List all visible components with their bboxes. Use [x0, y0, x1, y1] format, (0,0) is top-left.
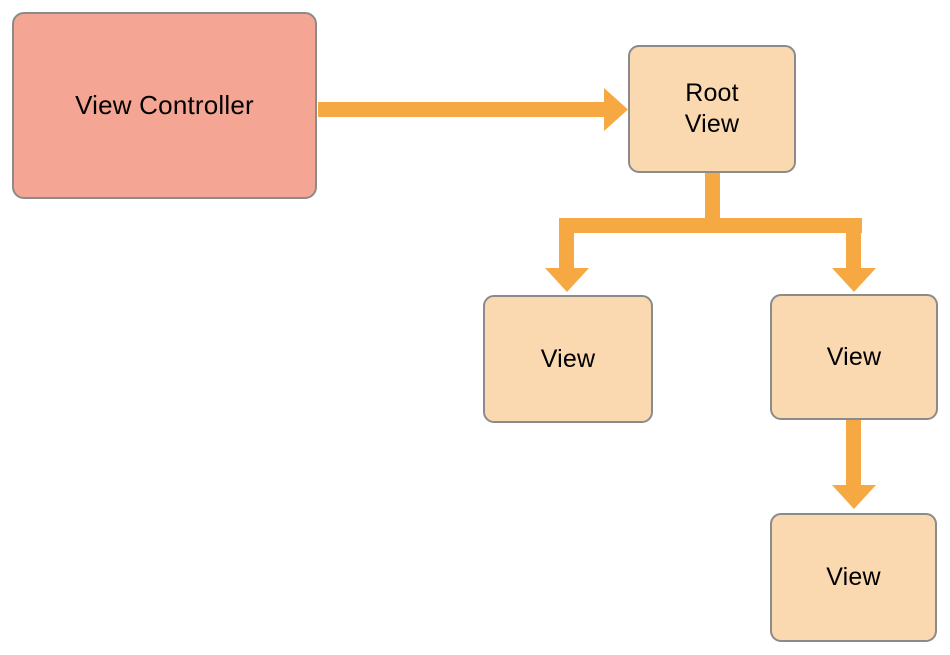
- node-view-bottom: View: [770, 513, 937, 642]
- node-view-controller-label: View Controller: [75, 90, 254, 120]
- node-view-bottom-label: View: [826, 563, 881, 591]
- node-view-right: View: [770, 294, 938, 420]
- node-view-controller: View Controller: [12, 12, 317, 199]
- node-view-left-label: View: [540, 344, 596, 373]
- node-view-left: View: [483, 295, 653, 423]
- node-root-view-label: Root View: [684, 79, 740, 138]
- arrow-view-right-to-view-bottom: [832, 420, 876, 509]
- arrow-root-view-to-child-views: [545, 173, 876, 292]
- node-view-right-label: View: [826, 342, 882, 371]
- node-root-view: Root View: [628, 45, 796, 173]
- arrow-view-controller-to-root-view: [318, 88, 628, 131]
